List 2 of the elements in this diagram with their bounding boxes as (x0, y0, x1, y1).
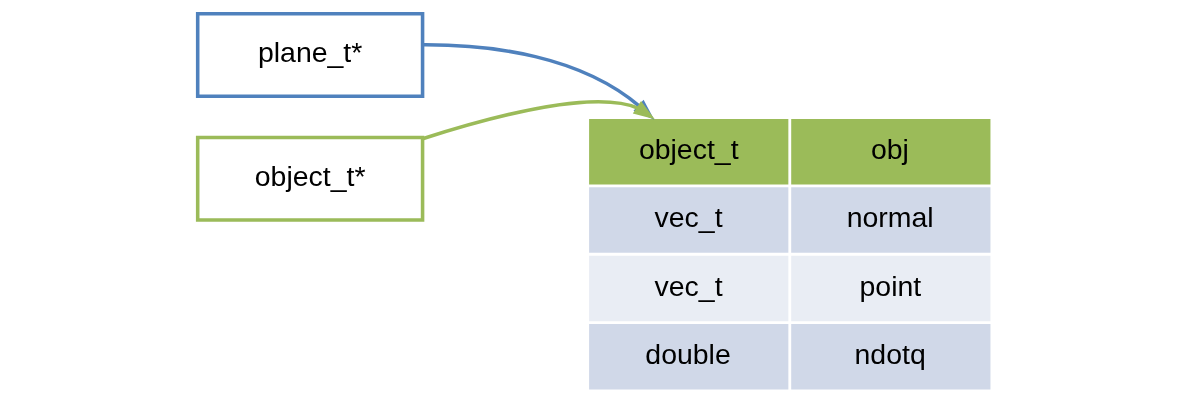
node-box: plane_t* (195, 11, 424, 99)
node-box: object_t* (195, 135, 424, 222)
